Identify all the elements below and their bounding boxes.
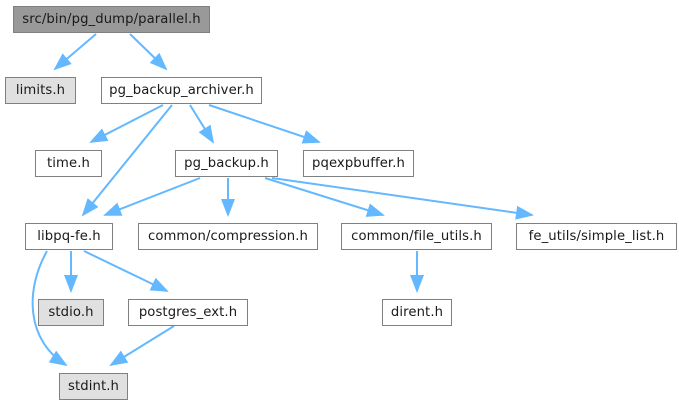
node-stdint[interactable]: stdint.h	[59, 373, 128, 400]
node-parallel[interactable]: src/bin/pg_dump/parallel.h	[13, 6, 210, 33]
node-libpq[interactable]: libpq-fe.h	[25, 223, 113, 250]
edge-archiver-to-time	[89, 104, 164, 143]
node-compression[interactable]: common/compression.h	[138, 223, 318, 250]
node-file_utils[interactable]: common/file_utils.h	[341, 223, 492, 250]
edge-postgres_ext-to-stdint	[109, 325, 175, 367]
edge-pg_backup-to-file_utils	[264, 177, 385, 217]
node-time[interactable]: time.h	[35, 150, 102, 177]
edge-libpq-to-postgres_ext	[83, 250, 169, 292]
node-pg_backup[interactable]: pg_backup.h	[175, 150, 278, 177]
node-archiver[interactable]: pg_backup_archiver.h	[101, 77, 262, 104]
edge-parallel-to-limits	[53, 33, 97, 71]
node-postgres_ext[interactable]: postgres_ext.h	[128, 299, 248, 326]
edge-archiver-to-pqexpbuffer	[208, 104, 321, 144]
node-dirent[interactable]: dirent.h	[382, 299, 452, 326]
edge-pg_backup-to-simple_list	[271, 177, 534, 220]
node-simple_list[interactable]: fe_utils/simple_list.h	[516, 223, 677, 250]
node-pqexpbuffer[interactable]: pqexpbuffer.h	[303, 150, 414, 177]
edge-archiver-to-pg_backup	[189, 104, 215, 144]
edge-pg_backup-to-libpq	[103, 177, 201, 216]
node-limits[interactable]: limits.h	[5, 77, 76, 104]
node-stdio[interactable]: stdio.h	[38, 299, 104, 326]
edge-parallel-to-archiver	[129, 33, 168, 71]
